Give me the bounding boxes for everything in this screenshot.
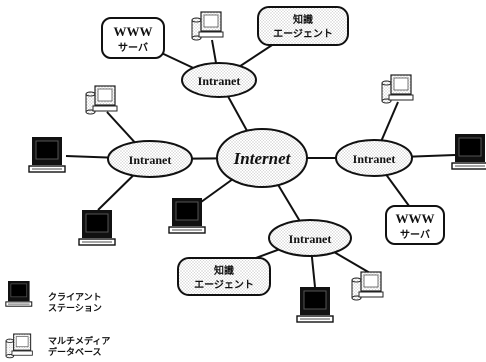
internet-hub: Internet [216,128,308,188]
legend-database-line1: マルチメディア [48,335,110,347]
agent-bottom-line2: エージェント [194,279,254,291]
www-top-line1: WWW [114,24,153,39]
client-station-icon [296,286,334,323]
www-right-line1: WWW [396,211,435,226]
intranet-top: Intranet [181,62,257,98]
legend-database-line2: データベース [48,346,102,358]
database-icon [191,11,224,41]
intranet-right-label: Intranet [353,152,396,166]
legend-client-line1: クライアント [48,292,102,303]
legend: クライアント ステーション マルチメディア データベース [5,280,110,359]
database-icon [351,271,384,301]
client-station-icon [168,197,206,234]
legend-client-icon [5,280,33,307]
agent-bottom-line1: 知識 [213,264,234,277]
www-server-right: WWW サーバ [385,205,445,245]
intranet-left-label: Intranet [129,153,172,167]
database-icon [85,85,118,115]
www-server-top: WWW サーバ [101,17,165,59]
intranet-right: Intranet [335,139,413,177]
www-right-line2: サーバ [400,229,430,241]
client-station-icon [78,209,116,246]
database-icon [381,74,414,104]
internet-label: Internet [233,149,292,168]
agent-top-line1: 知識 [292,13,313,26]
legend-database-icon [5,333,33,359]
knowledge-agent-top: 知識 エージェント [257,6,349,46]
intranet-bottom: Intranet [268,219,352,257]
intranet-left: Intranet [107,140,193,178]
intranet-top-label: Intranet [198,74,241,88]
legend-client-line2: ステーション [48,303,102,314]
knowledge-agent-bottom: 知識 エージェント [177,257,271,296]
client-station-icon [28,136,66,173]
agent-top-line2: エージェント [273,28,333,40]
intranet-bottom-label: Intranet [289,232,332,246]
client-station-icon [451,133,486,170]
www-top-line2: サーバ [118,42,148,54]
